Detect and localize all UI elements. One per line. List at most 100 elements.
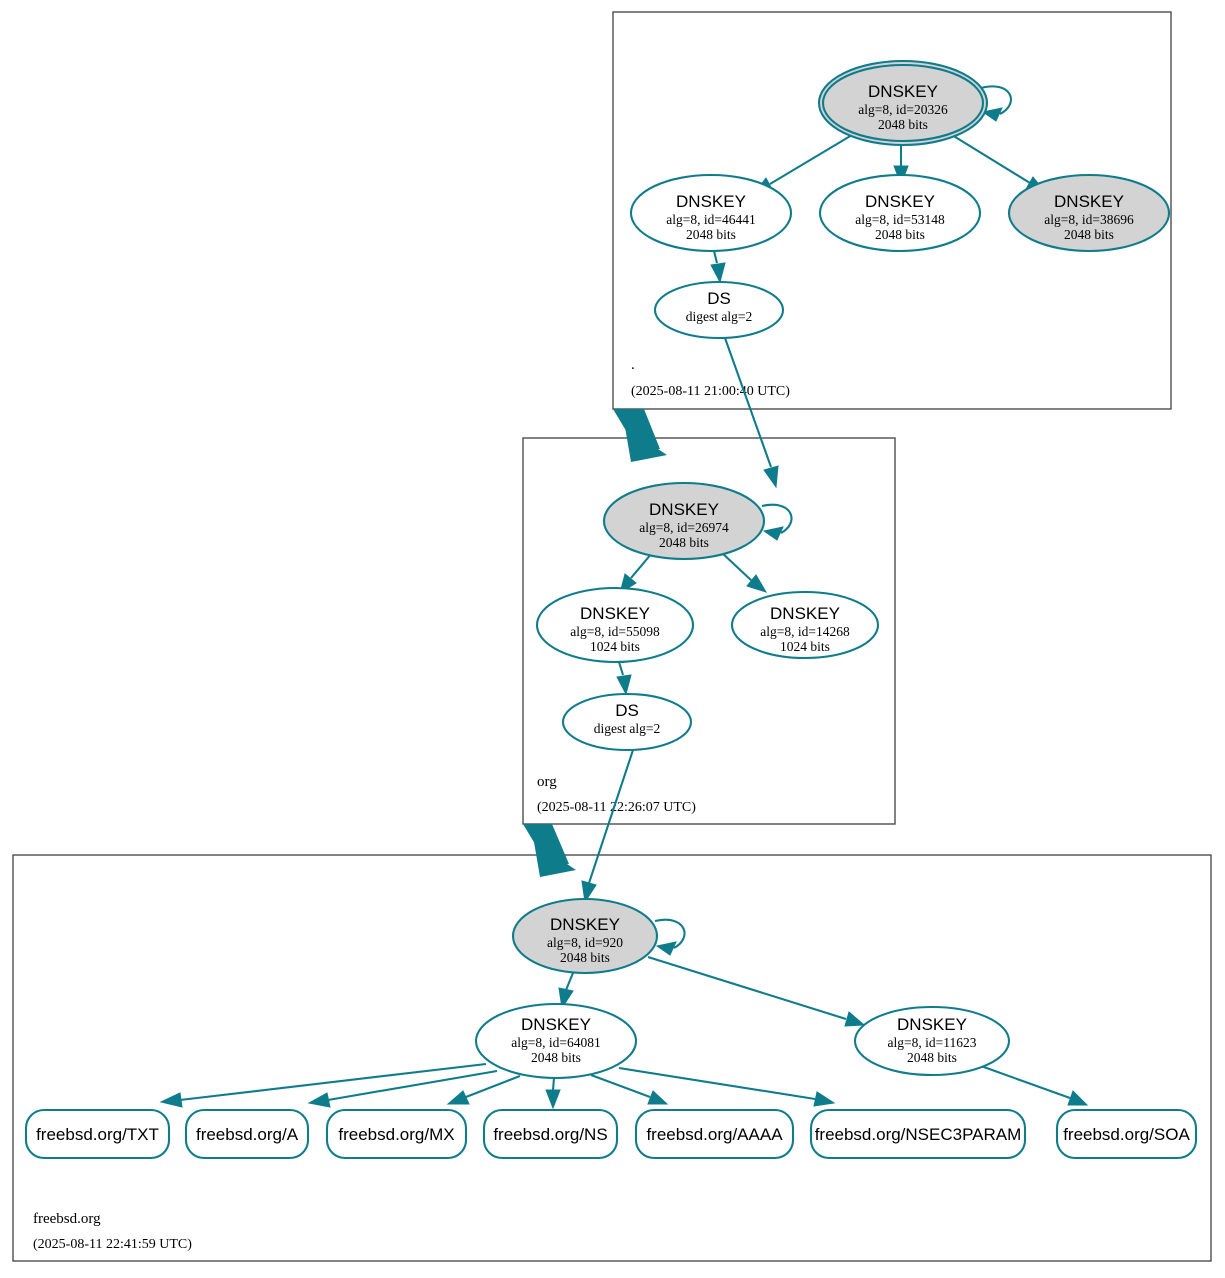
cluster-freebsd-name: freebsd.org [33, 1211, 101, 1227]
edge-64081-to-ns-arrowhead [545, 1089, 561, 1110]
leaf-node-mx-rect [325, 1108, 468, 1160]
edge-920-to-64081-arrowhead [558, 987, 574, 1010]
node-dnskey-64081[interactable]: DNSKEY alg=8, id=64081 2048 bits [474, 1002, 638, 1080]
edge-55098-to-ds-arrowhead [616, 674, 632, 696]
node-dnskey-920-ellipse [511, 897, 659, 975]
edge-20326-to-38696 [951, 134, 1031, 184]
node-dnskey-920-keysize: 2048 bits [560, 950, 610, 965]
node-dnskey-920-keyinfo: alg=8, id=920 [547, 935, 623, 950]
node-dnskey-55098-keysize: 1024 bits [590, 639, 640, 654]
node-ds-freebsd-title: DS [615, 701, 639, 720]
cluster-org-name: org [537, 774, 557, 790]
node-dnskey-46441-ellipse [629, 173, 793, 253]
cluster-freebsd-date: (2025-08-11 22:41:59 UTC) [33, 1237, 192, 1252]
node-dnskey-14268-ellipse [730, 590, 880, 660]
node-dnskey-38696[interactable]: DNSKEY alg=8, id=38696 2048 bits [1007, 173, 1171, 253]
edge-root-ds-to-org-dnskey-26974 [724, 337, 772, 468]
node-dnskey-46441-keyinfo: alg=8, id=46441 [666, 212, 755, 227]
edge-26974-to-55098 [630, 552, 653, 579]
edge-11623-to-soa [980, 1065, 1071, 1099]
leaf-node-txt-rect [24, 1108, 171, 1160]
leaf-node-ns[interactable]: freebsd.org/NS [482, 1108, 619, 1160]
node-dnskey-26974-keyinfo: alg=8, id=26974 [639, 520, 729, 535]
edge-64081-to-txt [179, 1062, 487, 1102]
leaf-node-nsec3param-rect [809, 1108, 1027, 1160]
edge-64081-to-ns [551, 1077, 556, 1091]
node-dnskey-55098-keyinfo: alg=8, id=55098 [570, 624, 660, 639]
leaf-node-txt[interactable]: freebsd.org/TXT [24, 1108, 171, 1160]
leaf-node-aaaa-label: freebsd.org/AAAA [646, 1125, 783, 1144]
node-dnskey-26974-title: DNSKEY [649, 500, 719, 519]
node-ds-freebsd[interactable]: DS digest alg=2 [561, 692, 693, 752]
leaf-node-nsec3param-label: freebsd.org/NSEC3PARAM [815, 1125, 1022, 1144]
node-dnskey-26974-ellipse [602, 481, 766, 561]
edge-55098-to-ds [617, 661, 625, 676]
node-dnskey-46441-title: DNSKEY [676, 192, 746, 211]
edge-64081-to-aaaa [590, 1074, 651, 1098]
edge-20326-to-46441 [769, 134, 853, 185]
edge-dnskey-26974-self-loop [761, 503, 793, 534]
node-dnskey-53148-keysize: 2048 bits [875, 227, 925, 242]
edge-64081-to-a-arrowhead [307, 1092, 331, 1108]
edge-64081-to-a [327, 1069, 498, 1102]
node-ds-org-ellipse [653, 280, 785, 340]
node-ds-org-digest: digest alg=2 [686, 309, 752, 324]
node-dnskey-38696-ellipse [1007, 173, 1171, 253]
leaf-node-mx[interactable]: freebsd.org/MX [325, 1108, 468, 1160]
node-dnskey-20326[interactable]: DNSKEY alg=8, id=20326 2048 bits [817, 59, 989, 147]
edge-64081-to-mx-arrowhead [446, 1090, 470, 1105]
node-dnskey-38696-keyinfo: alg=8, id=38696 [1044, 212, 1134, 227]
node-dnskey-46441[interactable]: DNSKEY alg=8, id=46441 2048 bits [629, 173, 793, 253]
node-dnskey-64081-keyinfo: alg=8, id=64081 [511, 1035, 600, 1050]
leaf-node-nsec3param[interactable]: freebsd.org/NSEC3PARAM [809, 1108, 1027, 1160]
node-dnskey-53148-keyinfo: alg=8, id=53148 [855, 212, 945, 227]
node-dnskey-20326-keyinfo: alg=8, id=20326 [858, 102, 948, 117]
leaf-node-soa-label: freebsd.org/SOA [1063, 1125, 1190, 1144]
leaf-node-txt-label: freebsd.org/TXT [36, 1125, 159, 1144]
delegation-arrows [523, 409, 667, 877]
cluster-org-date: (2025-08-11 22:26:07 UTC) [537, 800, 696, 815]
edge-46441-to-ds-arrowhead [710, 262, 726, 284]
cluster-root-date: (2025-08-11 21:00:40 UTC) [631, 384, 790, 399]
node-dnskey-920[interactable]: DNSKEY alg=8, id=920 2048 bits [511, 897, 659, 975]
edge-64081-to-nsec3param-arrowhead [813, 1091, 836, 1107]
node-ds-freebsd-digest: digest alg=2 [594, 721, 660, 736]
node-dnskey-20326-title: DNSKEY [868, 82, 938, 101]
leaf-node-soa[interactable]: freebsd.org/SOA [1055, 1108, 1198, 1160]
edge-920-to-11623 [647, 955, 847, 1021]
edge-dnskey-920-self-loop-arrowhead [655, 941, 677, 956]
node-dnskey-53148-title: DNSKEY [865, 192, 935, 211]
edges-org-zone [616, 337, 793, 696]
node-dnskey-20326-inner-ellipse [821, 63, 985, 143]
node-dnskey-55098[interactable]: DNSKEY alg=8, id=55098 1024 bits [535, 586, 695, 664]
delegation-arrow-org-to-freebsd-shaft [523, 824, 569, 864]
leaf-node-a-rect [184, 1108, 310, 1160]
node-dnskey-46441-keysize: 2048 bits [686, 227, 736, 242]
node-dnskey-14268-keysize: 1024 bits [780, 639, 830, 654]
node-dnskey-14268[interactable]: DNSKEY alg=8, id=14268 1024 bits [730, 590, 880, 660]
leaf-node-aaaa[interactable]: freebsd.org/AAAA [634, 1108, 795, 1160]
node-dnskey-11623-ellipse [853, 1005, 1011, 1077]
edge-dnskey-20326-self-loop-arrowhead [981, 107, 1003, 122]
node-ds-org[interactable]: DS digest alg=2 [653, 280, 785, 340]
delegation-arrow-root-to-org-head [625, 427, 667, 462]
edge-64081-to-aaaa-arrowhead [647, 1090, 669, 1105]
edge-dnskey-920-self-loop [654, 918, 686, 949]
leaf-node-a[interactable]: freebsd.org/A [184, 1108, 310, 1160]
edge-64081-to-nsec3param [618, 1066, 816, 1101]
edge-dnskey-26974-self-loop-arrowhead [762, 526, 784, 541]
node-dnskey-55098-ellipse [535, 586, 695, 664]
node-dnskey-11623[interactable]: DNSKEY alg=8, id=11623 2048 bits [853, 1005, 1011, 1077]
node-dnskey-53148[interactable]: DNSKEY alg=8, id=53148 2048 bits [818, 173, 982, 253]
leaf-node-mx-label: freebsd.org/MX [338, 1125, 454, 1144]
cluster-root-name: . [631, 357, 635, 373]
node-dnskey-53148-ellipse [818, 173, 982, 253]
edge-46441-to-ds [712, 250, 719, 264]
node-dnskey-920-title: DNSKEY [550, 915, 620, 934]
edge-dnskey-20326-self-loop [980, 85, 1012, 115]
leaf-node-aaaa-rect [634, 1108, 795, 1160]
node-dnskey-26974[interactable]: DNSKEY alg=8, id=26974 2048 bits [602, 481, 766, 561]
edge-org-ds-to-freebsd-dnskey-920 [588, 749, 634, 884]
